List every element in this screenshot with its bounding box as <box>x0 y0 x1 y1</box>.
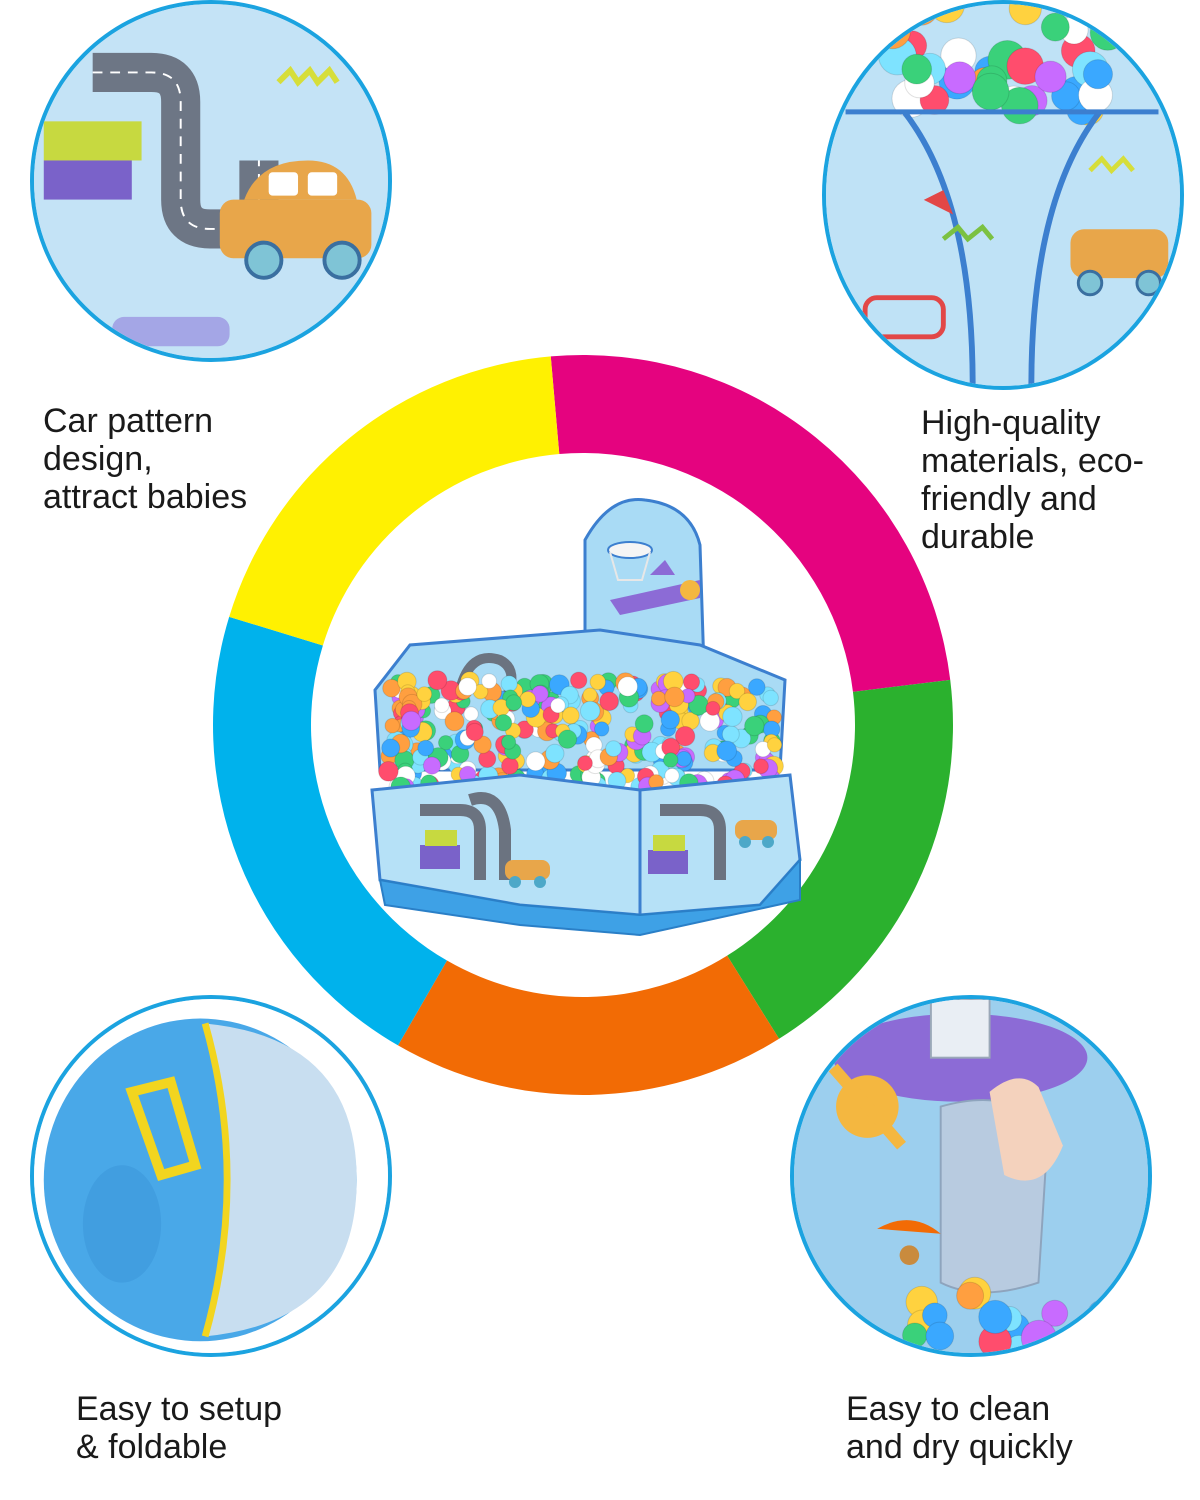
ball <box>422 756 442 775</box>
car-pattern-icon <box>34 4 388 358</box>
ball <box>753 758 769 775</box>
truck-icon <box>648 835 688 874</box>
ball <box>465 722 484 742</box>
ball <box>519 691 537 708</box>
truck-icon <box>420 830 460 869</box>
ring-segment <box>550 355 951 692</box>
ball <box>577 755 593 772</box>
ball <box>943 61 977 95</box>
ball <box>925 1321 955 1351</box>
ball <box>589 673 606 691</box>
ball <box>378 761 399 782</box>
ball <box>579 700 601 722</box>
ring-segment <box>212 616 447 1046</box>
car-icon <box>735 820 777 848</box>
ball <box>716 740 738 762</box>
ball <box>550 697 566 714</box>
ball <box>902 1322 928 1348</box>
ring-segment <box>727 679 953 1039</box>
ball <box>570 671 588 689</box>
ball <box>545 743 565 764</box>
ball <box>381 738 401 758</box>
ball <box>561 706 580 725</box>
ball <box>728 682 746 700</box>
ball <box>766 737 783 753</box>
ball <box>1040 12 1070 42</box>
ball <box>705 700 721 716</box>
ring-segment <box>229 356 560 646</box>
ball <box>473 735 492 754</box>
ball <box>650 690 667 707</box>
ball <box>494 714 513 732</box>
ball <box>605 740 622 758</box>
feature-label-car-pattern: Car pattern design, attract babies <box>43 402 248 516</box>
ball <box>722 706 743 727</box>
ball <box>617 676 639 697</box>
ball <box>416 686 433 702</box>
ball <box>674 726 696 747</box>
ball <box>738 692 758 712</box>
ball <box>748 678 766 696</box>
ball <box>762 689 779 707</box>
feature-label-materials: High-quality materials, eco- friendly an… <box>921 404 1144 556</box>
ball <box>501 756 519 775</box>
ball <box>501 734 517 750</box>
hand-towel-icon <box>794 999 1148 1353</box>
ball <box>1082 59 1114 90</box>
ball <box>721 725 740 744</box>
ball <box>634 714 654 734</box>
ball <box>599 691 619 712</box>
car-pattern-photo <box>30 0 392 362</box>
ball <box>594 721 610 737</box>
ball <box>382 678 401 698</box>
ball <box>1041 1299 1069 1327</box>
ball <box>1008 4 1042 26</box>
ball <box>444 711 465 732</box>
ball <box>901 53 933 85</box>
ring-segments <box>212 355 953 1095</box>
ball <box>438 735 454 751</box>
ball <box>744 715 765 737</box>
cleaning-photo <box>790 995 1152 1357</box>
ball-pit-tent-image <box>370 498 802 937</box>
ball <box>417 739 435 757</box>
ball <box>664 686 685 708</box>
ball <box>384 717 401 734</box>
ball <box>505 694 523 712</box>
material-closeup-photo <box>822 0 1184 390</box>
ball <box>682 673 701 691</box>
feature-label-clean: Easy to clean and dry quickly <box>846 1390 1073 1466</box>
ball <box>557 729 578 749</box>
ball <box>660 710 680 730</box>
ball <box>1034 60 1067 93</box>
ball <box>664 768 680 784</box>
ball <box>401 710 422 731</box>
ball <box>481 673 498 689</box>
ball <box>458 677 478 696</box>
feature-label-setup: Easy to setup & foldable <box>76 1390 283 1466</box>
ring-segment <box>398 955 780 1095</box>
folded-bag-icon <box>34 999 388 1353</box>
ball <box>956 1281 985 1310</box>
ball <box>525 751 546 772</box>
material-closeup-icon <box>826 4 1180 386</box>
car-icon <box>505 860 550 888</box>
ball <box>662 752 679 768</box>
ball <box>978 1299 1013 1334</box>
ball <box>463 706 479 722</box>
ball <box>582 687 598 703</box>
ball <box>427 670 448 691</box>
ball <box>675 750 692 767</box>
ball <box>971 72 1010 111</box>
folded-bag-photo <box>30 995 392 1357</box>
ball <box>434 697 450 714</box>
